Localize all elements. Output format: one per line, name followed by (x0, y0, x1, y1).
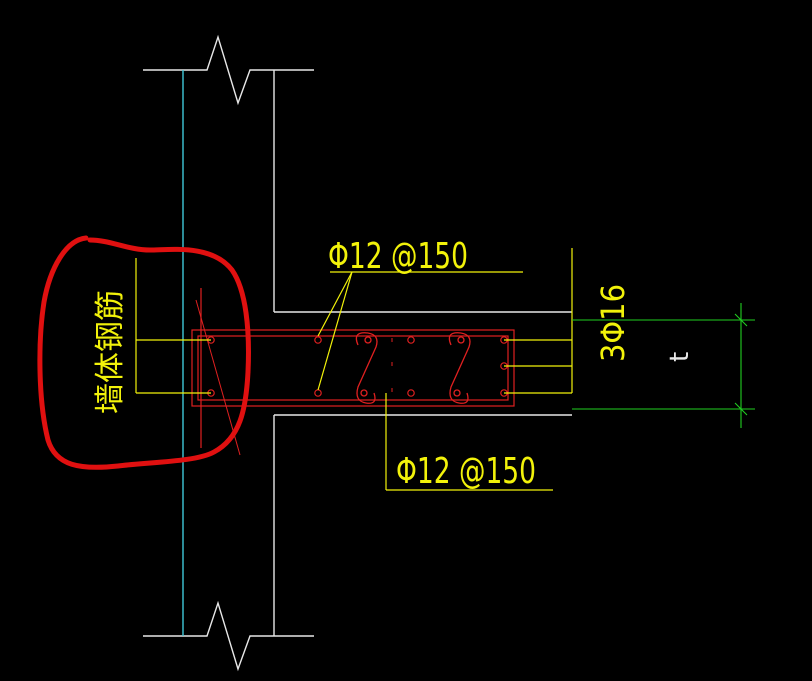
wall-section (143, 34, 314, 672)
top-break-line (143, 34, 314, 106)
stirrup-outer (191, 329, 515, 407)
wall-rebar-label: 墙体钢筋 (93, 290, 128, 414)
rebar-bottom-label: Φ12 @150 (396, 451, 536, 492)
rebar-cage (191, 288, 515, 456)
tie-hooks (355, 332, 471, 404)
rebar-top-label: Φ12 @150 (328, 236, 468, 277)
dimension-t (572, 303, 755, 428)
leader-lines (135, 248, 573, 491)
stirrup-inner (197, 335, 509, 401)
dimension-t-label: t (665, 352, 695, 362)
beam-outline (274, 311, 572, 416)
bottom-break-line (143, 600, 314, 672)
annotation-circle (37, 235, 251, 470)
longitudinal-bars-label: 3Φ16 (594, 284, 632, 362)
